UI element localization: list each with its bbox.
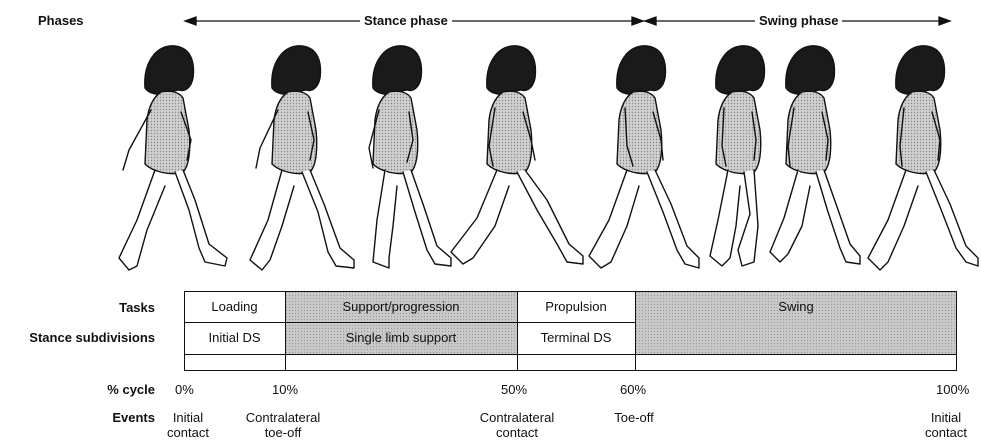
subdivision-initial-ds: Initial DS xyxy=(184,330,285,345)
event-line-1: Initial xyxy=(148,410,228,425)
walking-figure-4 xyxy=(451,46,583,264)
event-line-2: toe-off xyxy=(228,425,338,440)
event-line-2: contact xyxy=(462,425,572,440)
walking-figure-1 xyxy=(119,46,227,270)
event-initial-contact-end: Initial contact xyxy=(915,410,977,440)
walking-figure-7 xyxy=(770,46,860,264)
walking-figure-8 xyxy=(868,46,978,270)
event-line-2: contact xyxy=(148,425,228,440)
event-line-2: contact xyxy=(915,425,977,440)
table-bottom-border xyxy=(184,370,957,371)
task-loading: Loading xyxy=(184,299,285,314)
percent-tick-0: 0% xyxy=(175,382,194,397)
walking-figure-6 xyxy=(710,46,764,266)
walking-figure-5 xyxy=(589,46,699,268)
event-contralateral-toe-off: Contralateral toe-off xyxy=(228,410,338,440)
event-line-1: Contralateral xyxy=(462,410,572,425)
event-line-1: Initial xyxy=(915,410,977,425)
table-middle-border xyxy=(184,354,957,355)
event-toe-off: Toe-off xyxy=(594,410,674,425)
walking-figure-2 xyxy=(250,46,354,270)
percent-tick-100: 100% xyxy=(936,382,969,397)
percent-tick-60: 60% xyxy=(620,382,646,397)
subdivision-single-limb-support: Single limb support xyxy=(285,330,517,345)
walking-figure-3 xyxy=(369,46,451,268)
table-top-border xyxy=(184,291,957,292)
task-support-progression: Support/progression xyxy=(285,299,517,314)
event-line-1: Toe-off xyxy=(594,410,674,425)
percent-tick-50: 50% xyxy=(501,382,527,397)
subdivision-terminal-ds: Terminal DS xyxy=(517,330,635,345)
task-propulsion: Propulsion xyxy=(517,299,635,314)
event-line-1: Contralateral xyxy=(228,410,338,425)
percent-tick-10: 10% xyxy=(272,382,298,397)
event-initial-contact: Initial contact xyxy=(148,410,228,440)
event-contralateral-contact: Contralateral contact xyxy=(462,410,572,440)
task-swing: Swing xyxy=(635,299,957,314)
table-row-divider xyxy=(184,322,635,323)
tasks-table: Loading Support/progression Propulsion S… xyxy=(184,291,957,371)
